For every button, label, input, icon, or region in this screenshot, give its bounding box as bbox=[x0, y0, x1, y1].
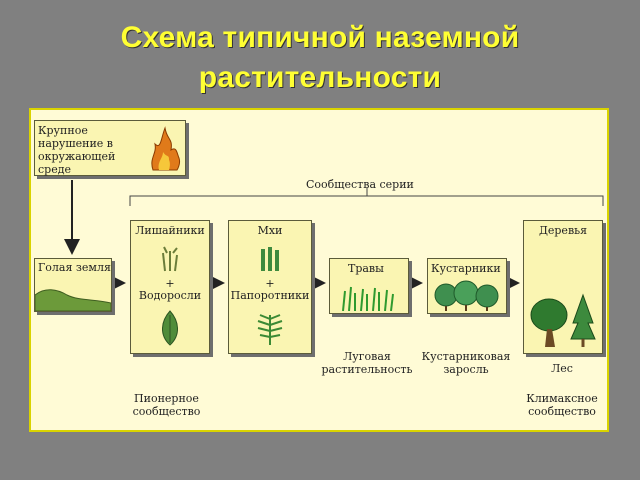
forest-label: Лес bbox=[551, 362, 573, 375]
thicket-label: Кустарниковая заросль bbox=[421, 350, 511, 376]
pioneer-label: Пионерное сообщество bbox=[132, 392, 201, 418]
slide-title: Схема типичной наземной растительности bbox=[0, 18, 640, 98]
climax-label: Климаксное сообщество bbox=[526, 392, 598, 418]
shrub-icon bbox=[434, 280, 499, 311]
grass-icon bbox=[342, 286, 394, 311]
diagram-panel: Крупное нарушение в окружающей среде Соо… bbox=[29, 108, 609, 432]
title-line-2: растительности bbox=[198, 61, 442, 94]
trees-label: Деревья bbox=[538, 224, 588, 237]
shrubs-box: Кустарники bbox=[427, 258, 507, 314]
grasses-label: Травы bbox=[348, 262, 384, 275]
bare-ground-label: Голая земля bbox=[38, 261, 111, 274]
trees-box: Деревья bbox=[523, 220, 603, 354]
bare-ground-box: Голая земля bbox=[34, 258, 112, 312]
algae-icon bbox=[162, 310, 178, 346]
fern-icon bbox=[257, 314, 283, 345]
plus-2: + bbox=[265, 277, 275, 290]
disturbance-box: Крупное нарушение в окружающей среде bbox=[34, 120, 186, 176]
series-label: Сообщества серии bbox=[306, 178, 414, 191]
hill-icon bbox=[35, 289, 111, 311]
plus-1: + bbox=[165, 277, 175, 290]
moss-icon bbox=[261, 247, 279, 271]
title-line-1: Схема типичной наземной bbox=[120, 21, 520, 54]
meadow-label: Луговая растительность bbox=[321, 350, 413, 376]
lichens-box: Лишайники + Водоросли bbox=[130, 220, 210, 354]
shrubs-label: Кустарники bbox=[431, 262, 501, 275]
grasses-box: Травы bbox=[329, 258, 409, 314]
ferns-label: Папоротники bbox=[230, 289, 310, 302]
lichen-icon bbox=[162, 246, 178, 272]
fire-icon bbox=[151, 126, 181, 171]
algae-label: Водоросли bbox=[138, 289, 202, 302]
mosses-label: Мхи bbox=[257, 224, 283, 237]
series-bracket bbox=[129, 195, 604, 206]
lichens-label: Лишайники bbox=[135, 224, 205, 237]
disturbance-label: Крупное нарушение в окружающей среде bbox=[38, 124, 116, 176]
mosses-box: Мхи + Папоротники bbox=[228, 220, 312, 354]
connector-lines bbox=[64, 180, 604, 291]
tree-icon bbox=[530, 293, 596, 347]
